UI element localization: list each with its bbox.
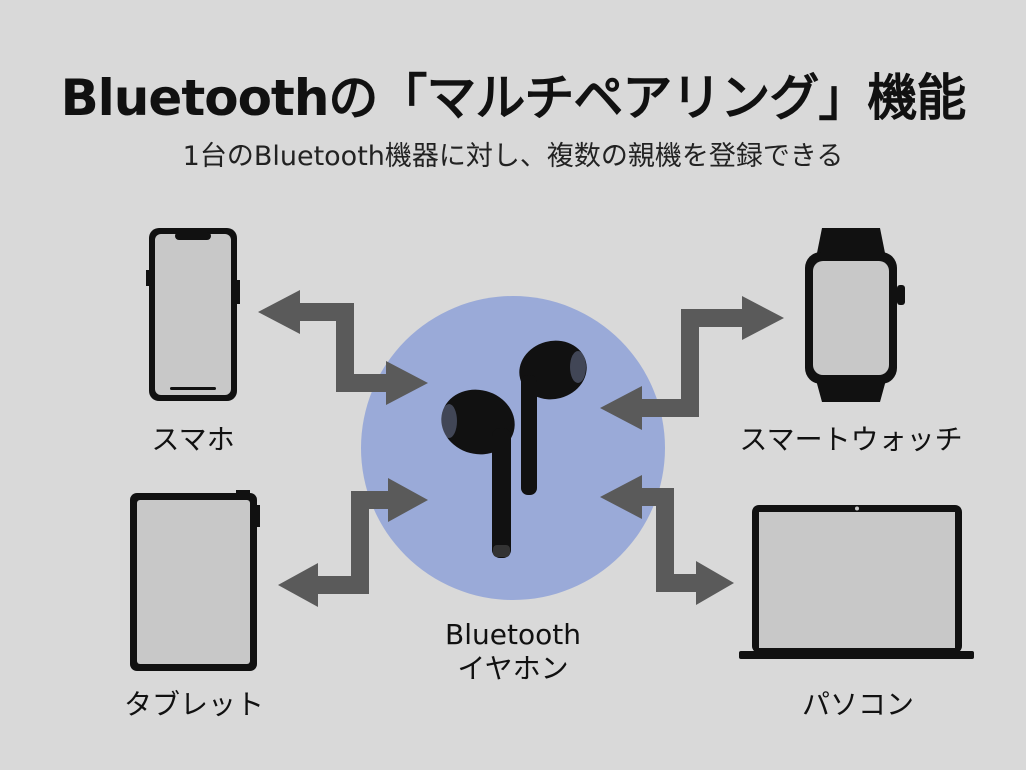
arrow-pc xyxy=(640,488,705,592)
center-label: Bluetooth イヤホン xyxy=(363,618,663,685)
tablet-icon xyxy=(130,490,260,671)
smartwatch-icon xyxy=(805,228,905,402)
earbuds-icon xyxy=(441,340,587,558)
arrow-smartwatch xyxy=(640,309,745,417)
label-smartphone: スマホ xyxy=(151,423,235,456)
center-label-line1: Bluetooth xyxy=(445,618,581,651)
earbuds-circle xyxy=(361,296,665,600)
arrow-tablet xyxy=(310,491,392,594)
center-label-line2: イヤホン xyxy=(457,651,569,685)
smartphone-icon xyxy=(146,228,240,401)
laptop-icon xyxy=(739,505,974,659)
page-subtitle: 1台のBluetooth機器に対し、複数の親機を登録できる xyxy=(182,141,844,172)
label-smartwatch: スマートウォッチ xyxy=(739,423,963,456)
label-pc: パソコン xyxy=(801,688,914,721)
arrow-smartphone xyxy=(295,303,392,392)
label-tablet: タブレット xyxy=(123,688,264,721)
page-title: Bluetoothの「マルチペアリング」機能 xyxy=(60,69,967,127)
